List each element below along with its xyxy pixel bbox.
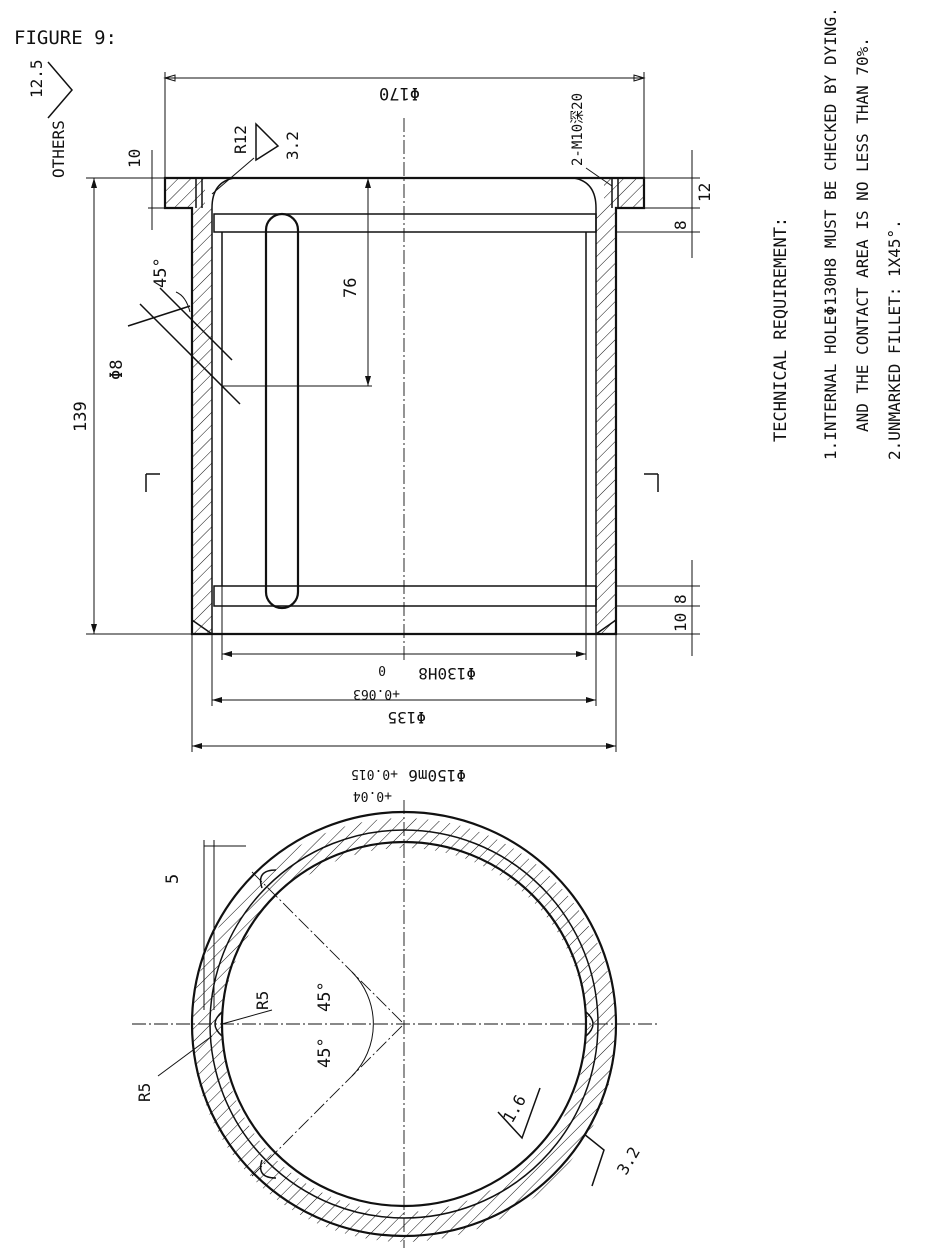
- dim-r12: R12: [231, 125, 250, 154]
- figure-label: FIGURE 9:: [14, 27, 117, 49]
- dim-hole: Φ8: [107, 360, 127, 380]
- dim-bottom-10: 10: [671, 613, 690, 632]
- dim-10-left: 10: [125, 149, 144, 168]
- dim-139: 139: [71, 401, 91, 432]
- angle-a: 45°: [315, 981, 335, 1012]
- dim-135: Φ135: [387, 708, 426, 727]
- circle-view: 45° 45° 5 R5 R5 1.6 3.2: [132, 800, 660, 1248]
- oil-slot: [264, 212, 300, 610]
- notes-line1: 1.INTERNAL HOLEΦ130H8 MUST BE CHECKED BY…: [821, 7, 840, 460]
- dim-outer-top: Φ170: [379, 83, 420, 103]
- dim-outer-tol-lower: +0.015: [351, 766, 398, 781]
- dim-thread: 2-M10深20: [570, 93, 586, 166]
- dim-r5-b: R5: [135, 1083, 154, 1102]
- technical-notes: TECHNICAL REQUIREMENT: 1.INTERNAL HOLEΦ1…: [771, 7, 904, 460]
- bottom-finish-2: 3.2: [613, 1143, 644, 1178]
- dim-bore-tol-upper: +0.063: [353, 686, 400, 701]
- section-hatch: [165, 178, 644, 634]
- others-roughness-value: 12.5: [27, 59, 46, 98]
- section-dimensions: Φ170 10 R12 3.2 2-M10深20 12 8 139 76: [71, 72, 714, 803]
- bottom-finish-1: 1.6: [499, 1091, 530, 1126]
- roughness-symbol-others: 12.5 OTHERS: [27, 59, 73, 178]
- dim-8-right: 8: [671, 220, 690, 230]
- dim-5: 5: [163, 874, 183, 884]
- bottom-groove: [213, 585, 597, 607]
- others-label: OTHERS: [49, 120, 68, 178]
- notes-line3: 2.UNMARKED FILLET: 1X45°.: [885, 219, 904, 460]
- dim-outer: Φ150m6: [408, 766, 466, 785]
- notes-heading: TECHNICAL REQUIREMENT:: [771, 217, 791, 442]
- r12-finish: 3.2: [283, 131, 302, 160]
- top-groove: [213, 213, 597, 233]
- dim-bore: Φ130H8: [418, 664, 476, 683]
- bushing-outline: [163, 176, 646, 636]
- dim-r5-a: R5: [253, 991, 272, 1010]
- dim-bottom-8: 8: [671, 594, 690, 604]
- dim-outer-tol-upper: +0.04: [353, 788, 392, 803]
- dim-76: 76: [341, 278, 361, 298]
- notes-line2: AND THE CONTACT AREA IS NO LESS THAN 70%…: [853, 37, 872, 432]
- dim-angle: 45°: [151, 257, 171, 288]
- angle-b: 45°: [315, 1037, 335, 1068]
- dim-bore-tol-lower: 0: [378, 662, 386, 677]
- dim-12-right: 12: [695, 183, 714, 202]
- section-view: [127, 118, 659, 660]
